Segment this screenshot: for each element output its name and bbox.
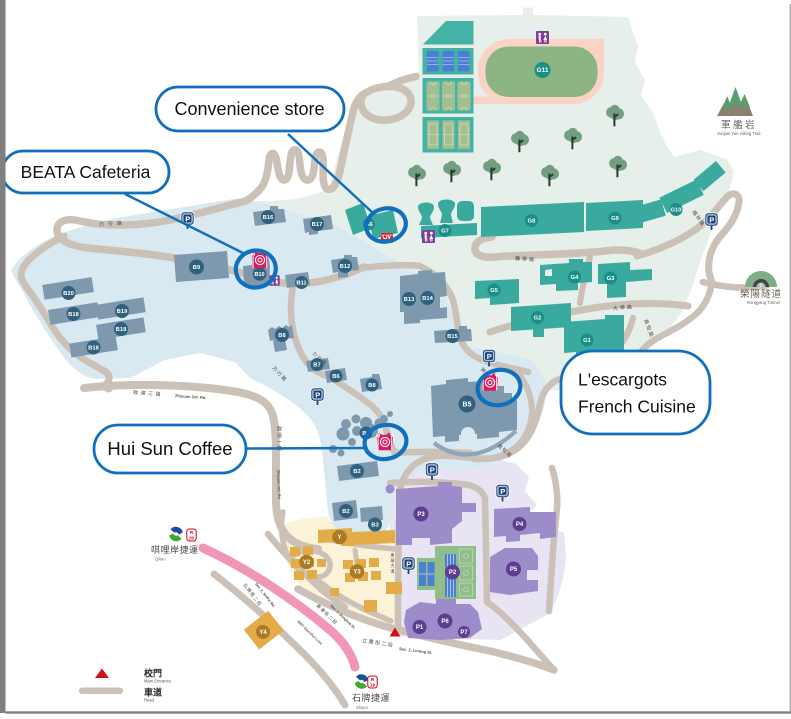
svg-text:B15: B15: [447, 334, 458, 340]
svg-text:B16: B16: [263, 215, 274, 221]
svg-text:G9: G9: [611, 216, 620, 222]
svg-text:19: 19: [370, 682, 376, 687]
svg-text:B5: B5: [463, 402, 472, 409]
svg-text:Y2: Y2: [303, 560, 311, 566]
svg-text:P2: P2: [449, 570, 457, 576]
svg-text:東華大道: 東華大道: [390, 552, 396, 575]
svg-text:唭哩岸捷運: 唭哩岸捷運: [151, 544, 199, 555]
svg-text:B9: B9: [193, 265, 201, 271]
svg-text:BEATA Cafeteria: BEATA Cafeteria: [21, 162, 151, 182]
svg-text:L'escargots: L'escargots: [578, 370, 667, 390]
svg-text:R: R: [371, 677, 375, 682]
svg-text:B19: B19: [117, 309, 128, 315]
svg-text:力行路: 力行路: [99, 220, 126, 228]
svg-text:G8: G8: [528, 219, 537, 225]
svg-text:B20: B20: [63, 291, 74, 297]
svg-text:B12: B12: [340, 264, 351, 270]
svg-text:G5: G5: [490, 288, 499, 294]
svg-text:B18: B18: [68, 312, 79, 318]
svg-text:B17: B17: [312, 222, 323, 228]
svg-text:B10: B10: [254, 272, 264, 278]
svg-text:B2: B2: [342, 509, 349, 515]
svg-text:Qilian: Qilian: [155, 557, 166, 562]
svg-text:P4: P4: [516, 522, 524, 528]
svg-text:P6: P6: [441, 619, 449, 625]
svg-text:G1: G1: [583, 338, 592, 344]
svg-text:B8: B8: [278, 333, 286, 339]
svg-text:Main Entrance: Main Entrance: [144, 679, 172, 684]
svg-text:Sec. 2, Linong St.: Sec. 2, Linong St.: [399, 646, 433, 655]
svg-text:B18: B18: [88, 346, 99, 352]
svg-text:20: 20: [189, 535, 195, 540]
svg-text:B2: B2: [353, 469, 360, 475]
svg-text:B18: B18: [116, 327, 127, 333]
svg-text:校門: 校門: [144, 668, 162, 679]
svg-text:G10: G10: [671, 208, 682, 214]
svg-text:軍艦岩: 軍艦岩: [721, 119, 757, 131]
svg-text:Hui Sun Coffee: Hui Sun Coffee: [107, 438, 232, 459]
svg-text:P5: P5: [510, 567, 518, 573]
svg-text:P7: P7: [460, 630, 468, 636]
svg-text:致遠一路: 致遠一路: [276, 425, 282, 452]
svg-text:R: R: [190, 530, 194, 535]
svg-text:G3: G3: [607, 276, 616, 282]
svg-text:大學路: 大學路: [613, 304, 634, 312]
svg-text:Zhiyuan 3rd. Rd.: Zhiyuan 3rd. Rd.: [276, 470, 281, 500]
svg-text:G7: G7: [441, 229, 449, 235]
svg-text:醫學路: 醫學路: [515, 255, 536, 263]
svg-text:Y4: Y4: [259, 630, 267, 636]
svg-text:B7: B7: [313, 363, 320, 369]
svg-text:B11: B11: [296, 281, 307, 287]
svg-text:致遠三路: 致遠三路: [133, 389, 163, 398]
svg-text:P1: P1: [416, 625, 424, 631]
svg-text:G11: G11: [537, 67, 549, 74]
svg-text:石牌捷運: 石牌捷運: [352, 692, 390, 703]
svg-text:B3: B3: [371, 523, 379, 529]
svg-text:Convenience store: Convenience store: [174, 99, 324, 119]
svg-text:Rongyang Tunnel: Rongyang Tunnel: [747, 300, 780, 305]
svg-text:Y3: Y3: [353, 570, 361, 576]
svg-text:B14: B14: [422, 296, 433, 302]
svg-text:Zhiyuan 3rd. Rd.: Zhiyuan 3rd. Rd.: [175, 393, 207, 400]
svg-text:French Cuisine: French Cuisine: [578, 397, 696, 417]
svg-text:G6: G6: [365, 222, 374, 228]
svg-text:Road: Road: [144, 698, 155, 703]
svg-text:B13: B13: [404, 297, 415, 303]
svg-text:G2: G2: [534, 316, 542, 322]
svg-text:Shipai: Shipai: [356, 705, 368, 710]
svg-text:B6: B6: [332, 374, 340, 380]
svg-text:Y: Y: [337, 535, 341, 541]
svg-text:G4: G4: [571, 275, 580, 281]
svg-text:榮陽隧道: 榮陽隧道: [740, 288, 782, 300]
svg-text:P3: P3: [417, 512, 425, 518]
svg-text:車道: 車道: [144, 687, 162, 698]
svg-text:B8: B8: [368, 383, 376, 389]
svg-text:Junjian Yan Hiking Trail: Junjian Yan Hiking Trail: [717, 131, 760, 136]
